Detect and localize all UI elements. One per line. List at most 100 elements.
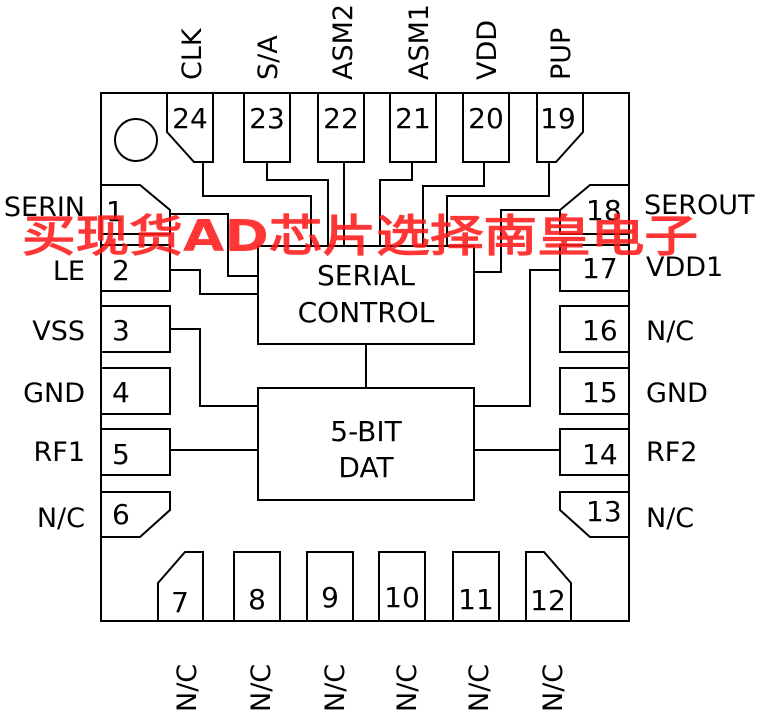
pin-19-label: PUP xyxy=(546,28,577,80)
pin-16-label: N/C xyxy=(646,316,694,347)
pin-22-number: 22 xyxy=(323,102,359,135)
pin-13-label: N/C xyxy=(646,503,694,534)
pin-11-number: 11 xyxy=(458,583,494,616)
pin-18-label: SEROUT xyxy=(644,190,755,221)
pin-19-number: 19 xyxy=(540,102,576,135)
pin-13-number: 13 xyxy=(586,495,622,528)
pin-17: 17 VDD1 xyxy=(559,244,723,292)
pin-21-label: ASM1 xyxy=(404,4,435,80)
pin-23-pad xyxy=(243,92,291,163)
pin-2-number: 2 xyxy=(112,254,130,287)
pin-7-number: 7 xyxy=(171,586,189,619)
wire-pin20 xyxy=(422,162,485,246)
pin-2-label: LE xyxy=(53,256,85,287)
pin-7-pad xyxy=(157,551,204,622)
wire-pin19 xyxy=(446,162,550,246)
pin-15-label: GND xyxy=(646,378,708,409)
pin-9-label: N/C xyxy=(320,664,351,712)
pin-23: 23 S/A xyxy=(243,35,291,163)
pin-22: 22 ASM2 xyxy=(317,4,365,163)
pin-15-number: 15 xyxy=(582,376,618,409)
pin-16: 16 N/C xyxy=(559,305,694,353)
wire-pin2 xyxy=(170,269,258,295)
pin-7-label: N/C xyxy=(172,664,203,712)
pin-8-pad xyxy=(233,551,281,622)
pin-12-pad xyxy=(525,551,572,622)
pin-23-label: S/A xyxy=(253,35,284,80)
wire-pin17 xyxy=(474,269,560,407)
pin-6-number: 6 xyxy=(112,498,130,531)
pin-4: 4 GND xyxy=(23,367,171,415)
pin-10-label: N/C xyxy=(392,664,423,712)
pin-6-pad xyxy=(100,491,171,538)
wires xyxy=(170,162,560,451)
pin-14-pad xyxy=(559,428,630,476)
pin-5-number: 5 xyxy=(112,438,130,471)
pin-1-label: SERIN xyxy=(4,192,85,223)
pin-19: 19 PUP xyxy=(536,28,584,163)
pin-20-pad xyxy=(462,92,510,163)
pin-9: 9 N/C xyxy=(306,551,354,712)
serial-block-line2: CONTROL xyxy=(298,296,435,329)
pin-14-label: RF2 xyxy=(646,437,697,468)
pin-3-label: VSS xyxy=(32,316,85,347)
pin-2-pad xyxy=(100,244,171,292)
pin-16-pad xyxy=(559,305,630,353)
pin-10-pad xyxy=(378,551,426,622)
pin-6-label: N/C xyxy=(37,503,85,534)
pin-13-pad xyxy=(559,491,630,538)
pin-12: 12 N/C xyxy=(525,551,572,712)
pin-15-pad xyxy=(559,367,630,415)
dat-block-line2: DAT xyxy=(338,451,394,484)
pin-22-label: ASM2 xyxy=(328,4,359,80)
pin-1-pad xyxy=(100,184,171,235)
pin-13: 13 N/C xyxy=(559,491,694,538)
pin-17-number: 17 xyxy=(582,252,618,285)
pin-9-pad xyxy=(306,551,354,622)
pin-10-number: 10 xyxy=(384,581,420,614)
pin-15: 15 GND xyxy=(559,367,708,415)
pin-8: 8 N/C xyxy=(233,551,281,712)
pin-24-pad xyxy=(166,92,214,163)
serial-block-line1: SERIAL xyxy=(317,259,415,292)
pin-21-pad xyxy=(389,92,437,163)
pin-12-number: 12 xyxy=(530,584,566,617)
pin-3-pad xyxy=(100,305,171,353)
pin-24-number: 24 xyxy=(172,102,208,135)
dat-block-line1: 5-BIT xyxy=(330,415,402,448)
wire-pin21 xyxy=(379,162,413,246)
pin-19-pad xyxy=(536,92,584,163)
pin-20-number: 20 xyxy=(468,102,504,135)
pin-3: 3 VSS xyxy=(32,305,171,353)
pin-8-number: 8 xyxy=(248,583,266,616)
pin-6: 6 N/C xyxy=(37,491,171,538)
pin-8-label: N/C xyxy=(246,664,277,712)
wire-pin3 xyxy=(170,328,258,407)
pin-11-label: N/C xyxy=(464,664,495,712)
pin-23-number: 23 xyxy=(249,102,285,135)
pin-4-label: GND xyxy=(23,378,85,409)
pin-5-label: RF1 xyxy=(34,437,85,468)
pin-5-pad xyxy=(100,428,171,476)
pin-1-number: 1 xyxy=(106,195,124,228)
pin-1: 1 SERIN xyxy=(4,184,171,235)
pin-5: 5 RF1 xyxy=(34,428,171,476)
pin-21: 21 ASM1 xyxy=(389,4,437,163)
pin1-marker-dot xyxy=(114,118,158,162)
pin-18-pad xyxy=(559,184,630,235)
pin-4-pad xyxy=(100,367,171,415)
wire-pin1 xyxy=(170,213,258,277)
pin-22-pad xyxy=(317,92,365,163)
pin-3-number: 3 xyxy=(112,314,130,347)
pin-20-label: VDD xyxy=(472,20,503,80)
pin-10: 10 N/C xyxy=(378,551,426,712)
pin-18: 18 SEROUT xyxy=(559,184,755,235)
wire-pin24 xyxy=(202,162,312,246)
pin-21-number: 21 xyxy=(395,102,431,135)
wire-pin23 xyxy=(266,162,329,246)
pin-12-label: N/C xyxy=(538,664,569,712)
pin-11: 11 N/C xyxy=(452,551,500,712)
pin-11-pad xyxy=(452,551,500,622)
pin-17-pad xyxy=(559,244,630,292)
